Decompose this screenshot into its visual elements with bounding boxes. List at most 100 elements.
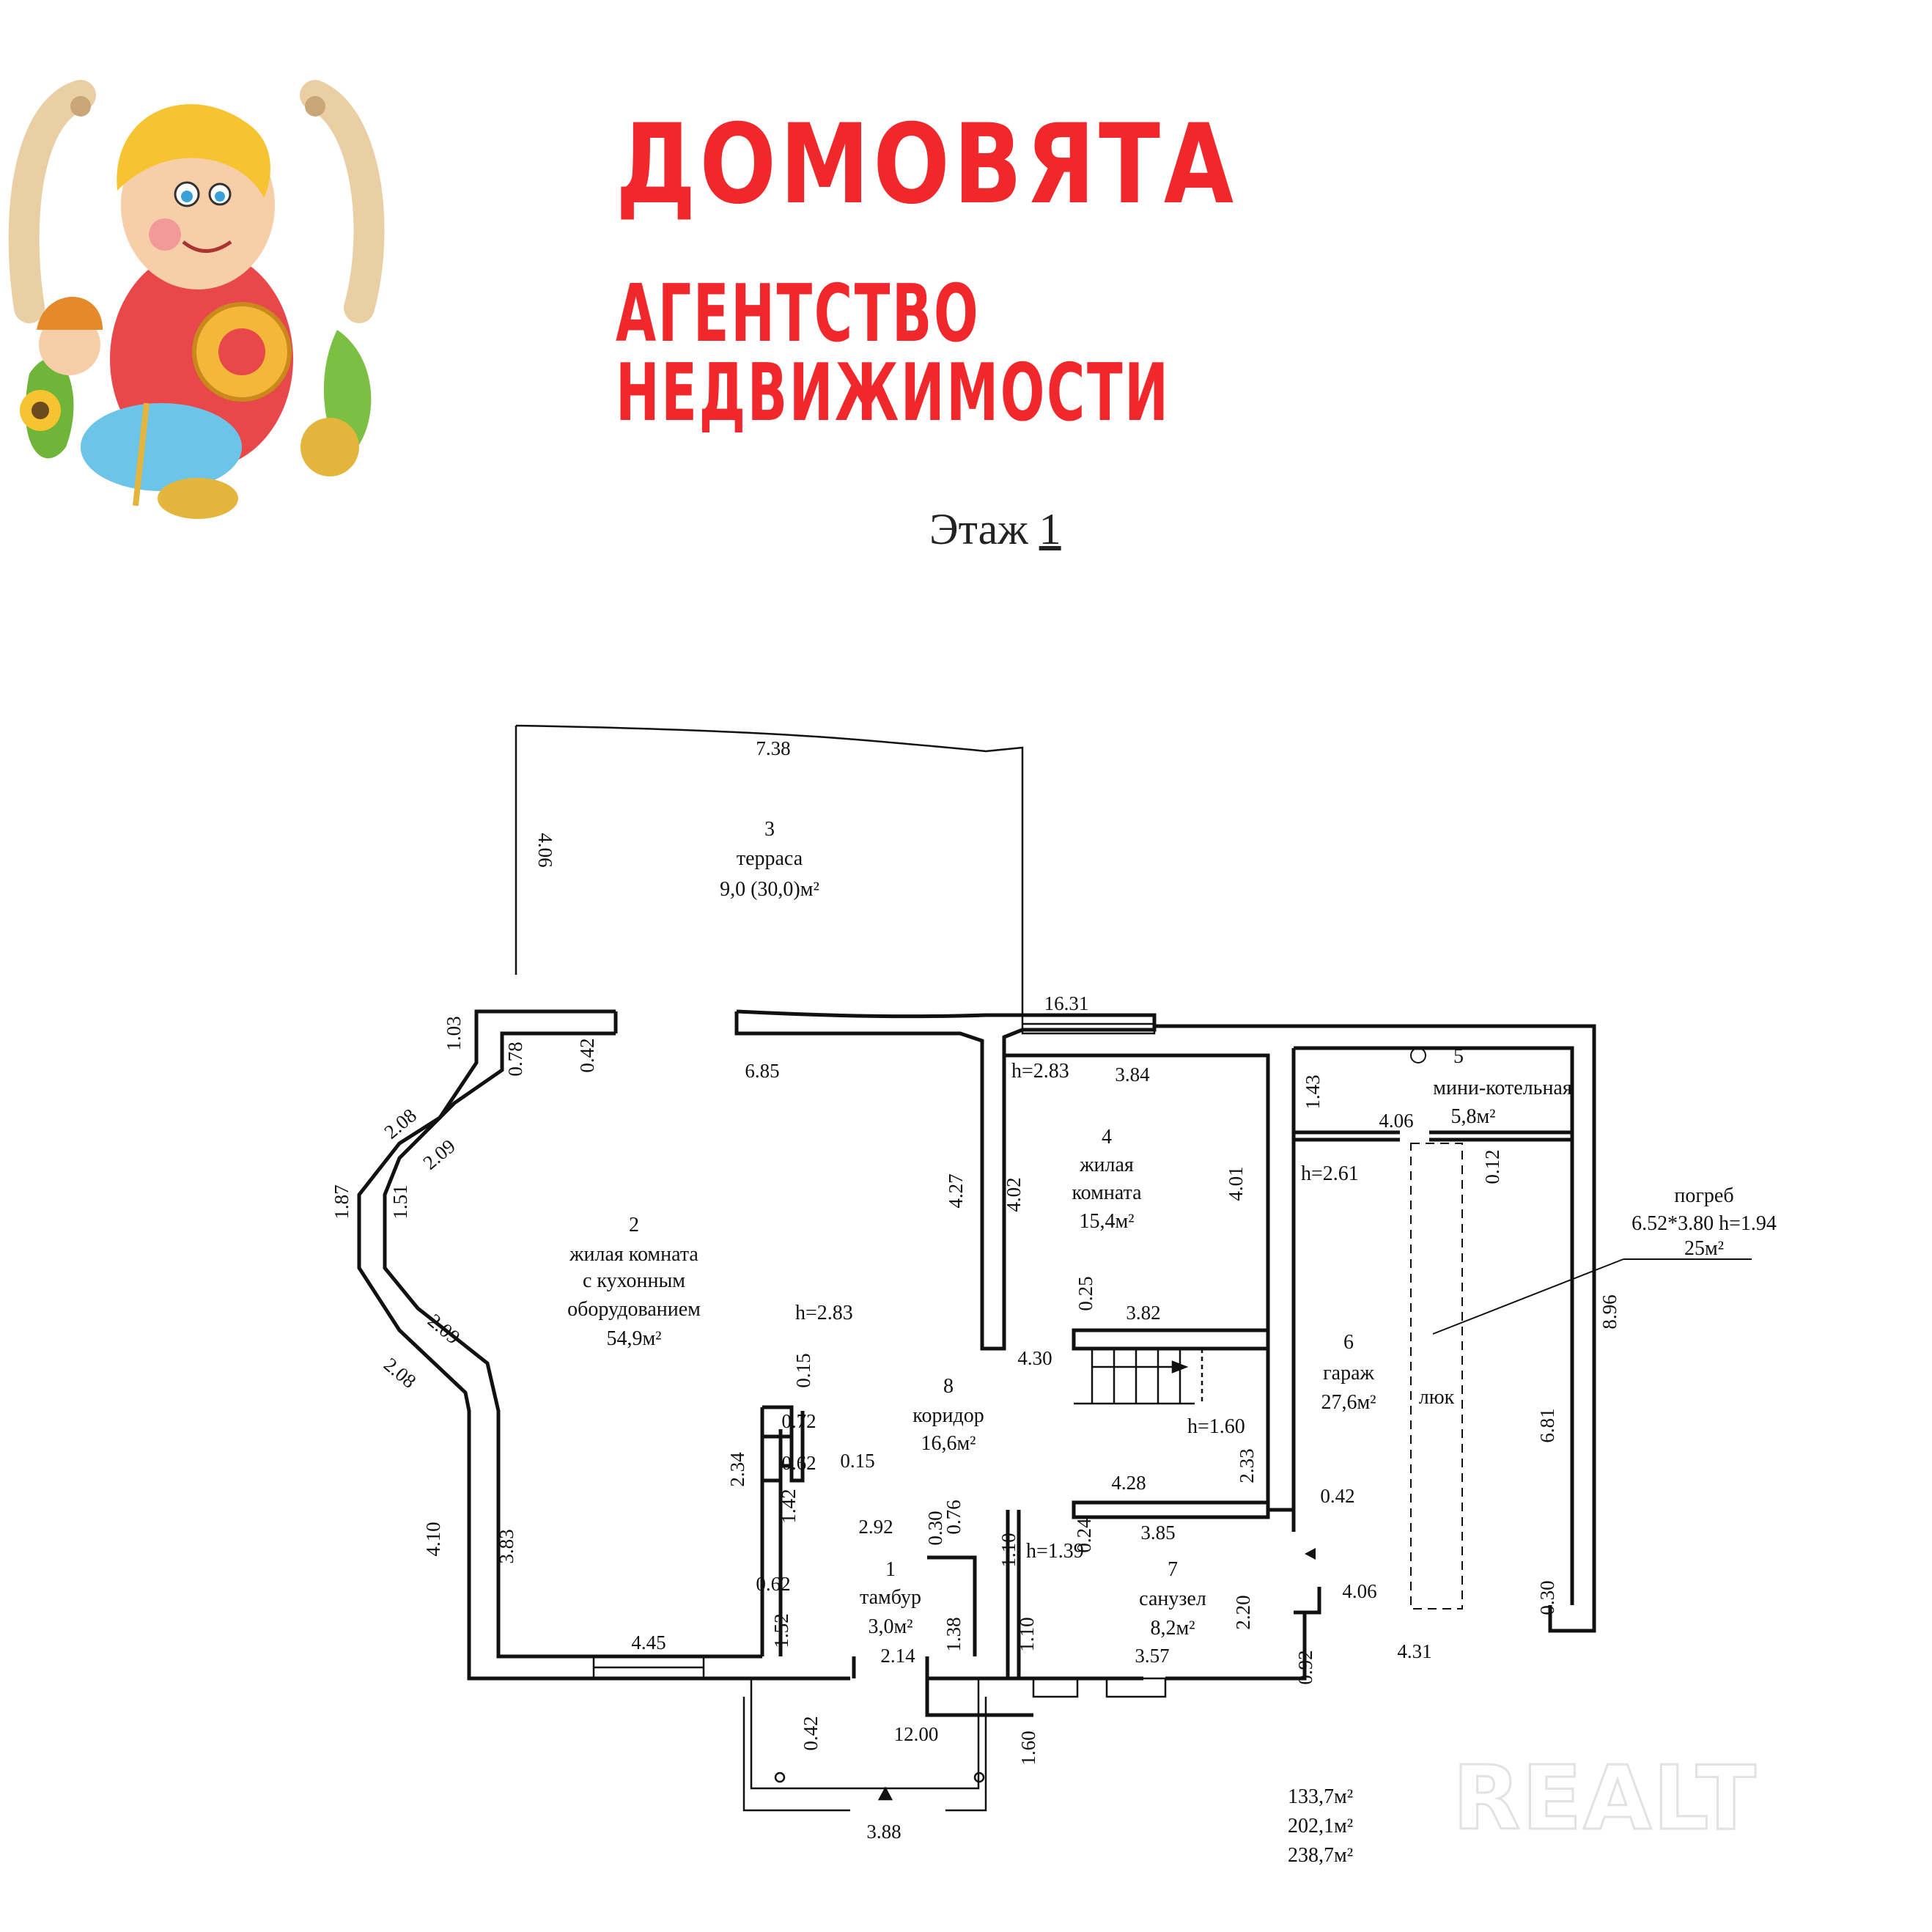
dim: 0.25	[1074, 1276, 1096, 1310]
porch	[742, 1678, 987, 1812]
room-7-number: 7	[1168, 1558, 1178, 1581]
room-8-name: коридор	[912, 1404, 984, 1427]
dim: 3.88	[866, 1821, 901, 1843]
room-4-number: 4	[1102, 1126, 1112, 1148]
dim: 0.62	[781, 1452, 816, 1474]
dim: 0.72	[781, 1410, 816, 1432]
room-8-number: 8	[943, 1375, 954, 1398]
room-2-name-line3: оборудованием	[567, 1298, 701, 1321]
room2-inner-wall	[383, 1031, 762, 1659]
room-4-area: 15,4м²	[1079, 1210, 1134, 1233]
room-7-area: 8,2м²	[1150, 1617, 1195, 1640]
dim: 1.87	[331, 1184, 353, 1219]
dim: 2.08	[380, 1353, 420, 1392]
dim: 2.33	[1236, 1448, 1258, 1483]
dim: 3.82	[1126, 1302, 1160, 1324]
dim: 6.85	[745, 1060, 779, 1082]
agency-name: ДОМОВЯТА	[616, 101, 1237, 229]
stairs-icon	[1074, 1349, 1203, 1405]
dim: 0.62	[756, 1573, 790, 1595]
realt-watermark: REALT	[1452, 1747, 1758, 1851]
dim: 0.76	[943, 1500, 965, 1534]
dim: 1.60	[1017, 1730, 1039, 1765]
dim: 2.20	[1232, 1595, 1254, 1629]
top-wall-mid	[734, 1009, 1157, 1351]
dim: 0.30	[924, 1511, 946, 1545]
cellar-area: 25м²	[1684, 1237, 1724, 1260]
room-6-name: гараж	[1323, 1362, 1374, 1385]
height-room4: h=2.83	[1011, 1060, 1069, 1083]
height-stairs: h=1.60	[1187, 1415, 1245, 1438]
dim: 2.14	[880, 1645, 915, 1667]
total-area-general: 202,1м²	[1288, 1815, 1353, 1837]
room2-outer-wall	[357, 1009, 850, 1681]
room-4-name-line2: комната	[1072, 1181, 1142, 1204]
dim: 0.42	[1320, 1485, 1354, 1507]
dim: 1.10	[998, 1533, 1020, 1567]
dim: 0.15	[792, 1353, 814, 1387]
cellar-leader-line	[1432, 1258, 1624, 1335]
room-1-area: 3,0м²	[868, 1615, 912, 1638]
dim: 1.43	[1302, 1074, 1324, 1109]
dim: 1.42	[778, 1489, 800, 1523]
corridor-niche	[760, 1407, 792, 1483]
dim: 0.92	[1294, 1650, 1316, 1684]
dim: 0.12	[1481, 1149, 1503, 1184]
dim: 3.84	[1115, 1063, 1150, 1085]
dim: 4.45	[631, 1631, 665, 1653]
agency-tagline: АГЕНТСТВО НЕДВИЖИМОСТИ	[616, 268, 1170, 439]
room-2-name-line2: с кухонным	[583, 1269, 685, 1292]
dim: 0.24	[1073, 1518, 1095, 1553]
floor-title: Этаж 1	[929, 504, 1061, 555]
room-2-name-line1: жилая комната	[569, 1243, 698, 1266]
dim: 0.15	[840, 1450, 874, 1472]
dim: 0.42	[800, 1716, 822, 1750]
cellar-name: погреб	[1674, 1184, 1733, 1207]
room-1-name: тамбур	[860, 1586, 921, 1609]
room-3-number: 3	[764, 818, 775, 841]
total-area-full: 238,7м²	[1288, 1844, 1353, 1867]
dim: 4.27	[945, 1173, 967, 1208]
dim: 4.30	[1017, 1347, 1052, 1369]
dim: 4.06	[1342, 1580, 1376, 1602]
room-8-area: 16,6м²	[921, 1432, 976, 1455]
room-7-name: санузел	[1139, 1588, 1206, 1610]
dim: 1.52	[770, 1613, 792, 1648]
room-1-number: 1	[885, 1558, 896, 1581]
dim: 4.01	[1225, 1166, 1247, 1201]
room-5-number: 5	[1453, 1045, 1464, 1068]
dim: 12.00	[894, 1723, 939, 1745]
dim: 1.51	[389, 1184, 411, 1219]
dim: 0.78	[504, 1041, 526, 1076]
height-living: h=2.83	[795, 1302, 853, 1324]
garage-entrance-arrow-icon	[1305, 1548, 1316, 1560]
cellar-dims: 6.52*3.80 h=1.94	[1631, 1212, 1777, 1235]
room-2-number: 2	[629, 1214, 639, 1236]
hatch-label: люк	[1419, 1386, 1455, 1409]
horseshoe-icon	[8, 80, 385, 323]
dim: 3.83	[495, 1529, 517, 1563]
dim: 6.81	[1536, 1408, 1558, 1442]
height-garage: h=2.61	[1301, 1162, 1359, 1185]
dim: 16.31	[1044, 992, 1089, 1014]
dim: 0.30	[1536, 1580, 1558, 1615]
dim: 3.57	[1135, 1645, 1169, 1667]
windows	[592, 1014, 1167, 1698]
dim: 1.10	[1016, 1617, 1038, 1651]
garage-walls	[1268, 1046, 1574, 1605]
room-5-name: мини-котельная	[1433, 1077, 1572, 1099]
total-area-living: 133,7м²	[1288, 1785, 1353, 1808]
room-6-area: 27,6м²	[1321, 1391, 1376, 1414]
entrance-arrow-icon	[877, 1786, 893, 1801]
height-bath: h=1.39	[1026, 1540, 1084, 1563]
room-2-area: 54,9м²	[606, 1327, 661, 1350]
walls	[357, 724, 1596, 1717]
dim: 4.10	[422, 1522, 444, 1556]
dim: 7.38	[756, 737, 790, 759]
bath-wall	[1072, 1500, 1270, 1519]
dim: 2.92	[858, 1516, 893, 1538]
dim: 1.38	[943, 1617, 965, 1651]
room-3-name: терраса	[737, 847, 803, 870]
window	[1032, 1677, 1079, 1698]
boiler-icon	[1410, 1047, 1426, 1063]
